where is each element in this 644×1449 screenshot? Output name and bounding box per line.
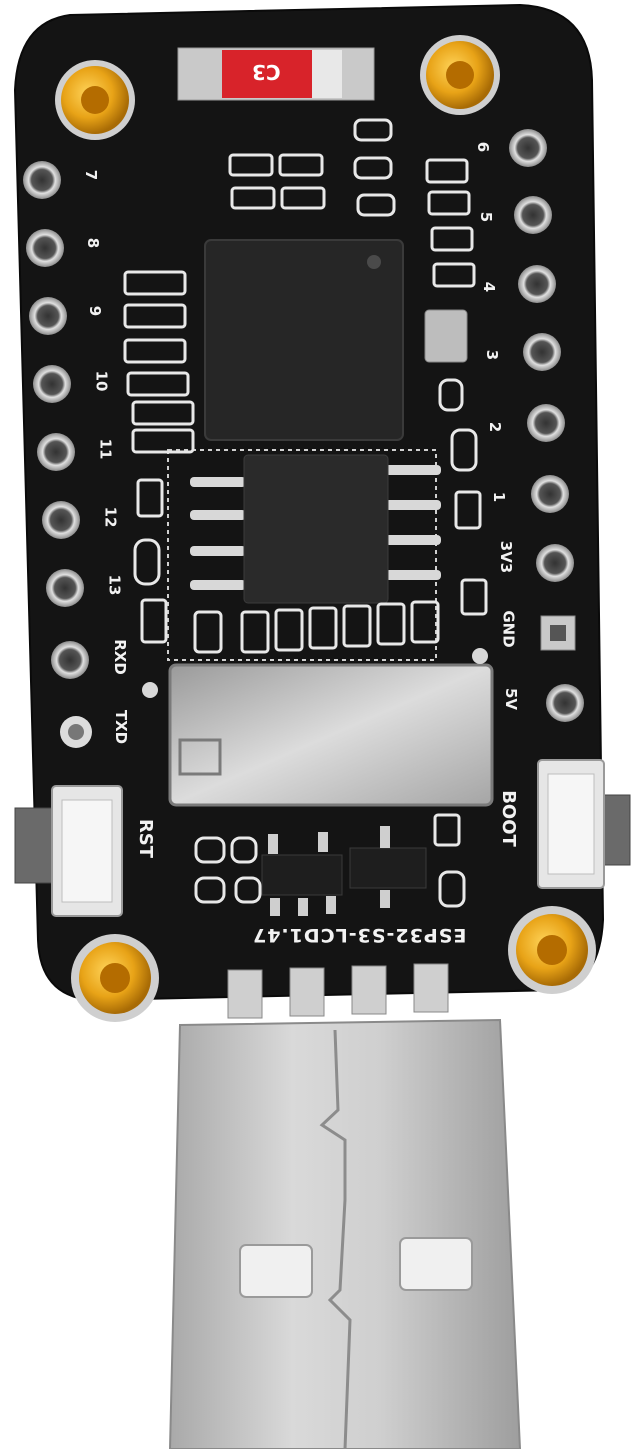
boot-button[interactable] [537, 759, 631, 889]
left-pin-label: 10 [92, 370, 111, 392]
microcontroller-chip [204, 239, 404, 441]
right-pin-label: 1 [490, 491, 509, 503]
crystal-oscillator [424, 309, 468, 363]
board-model-label: ESP32-S3-LCD1.47 [252, 924, 467, 946]
left-pin-label: 11 [96, 438, 115, 460]
red-capacitor [177, 47, 375, 101]
passive-components [123, 118, 488, 908]
right-pin-label: 5 [477, 211, 496, 223]
component-label-c3: C3 [252, 60, 281, 84]
left-pin-label: 12 [101, 506, 120, 528]
right-pin-label: 5V [502, 687, 521, 711]
right-header-pads [509, 129, 584, 722]
reset-button[interactable] [14, 785, 123, 917]
left-pin-label: 7 [82, 169, 101, 181]
left-pin-label: 13 [105, 574, 124, 596]
right-pin-label: 6 [474, 141, 493, 153]
boot-button-label: BOOT [497, 790, 519, 847]
right-pin-label: GND [499, 610, 518, 648]
left-pin-label: 9 [86, 305, 105, 317]
reset-button-label: RST [135, 818, 157, 859]
left-pin-label: 8 [84, 237, 103, 249]
mounting-holes [55, 35, 596, 1022]
left-pin-label: RXD [110, 639, 129, 675]
flash-chip [167, 449, 441, 661]
left-pin-label: TXD [112, 709, 131, 745]
usb-connector [168, 1018, 522, 1449]
right-pin-label: 4 [480, 281, 499, 293]
right-pin-label: 3V3 [497, 540, 516, 574]
left-header-pads [23, 161, 92, 748]
right-pin-label: 3 [483, 349, 502, 361]
voltage-regulators [261, 826, 427, 916]
metal-shield [142, 648, 494, 807]
right-pin-label: 2 [486, 421, 505, 433]
